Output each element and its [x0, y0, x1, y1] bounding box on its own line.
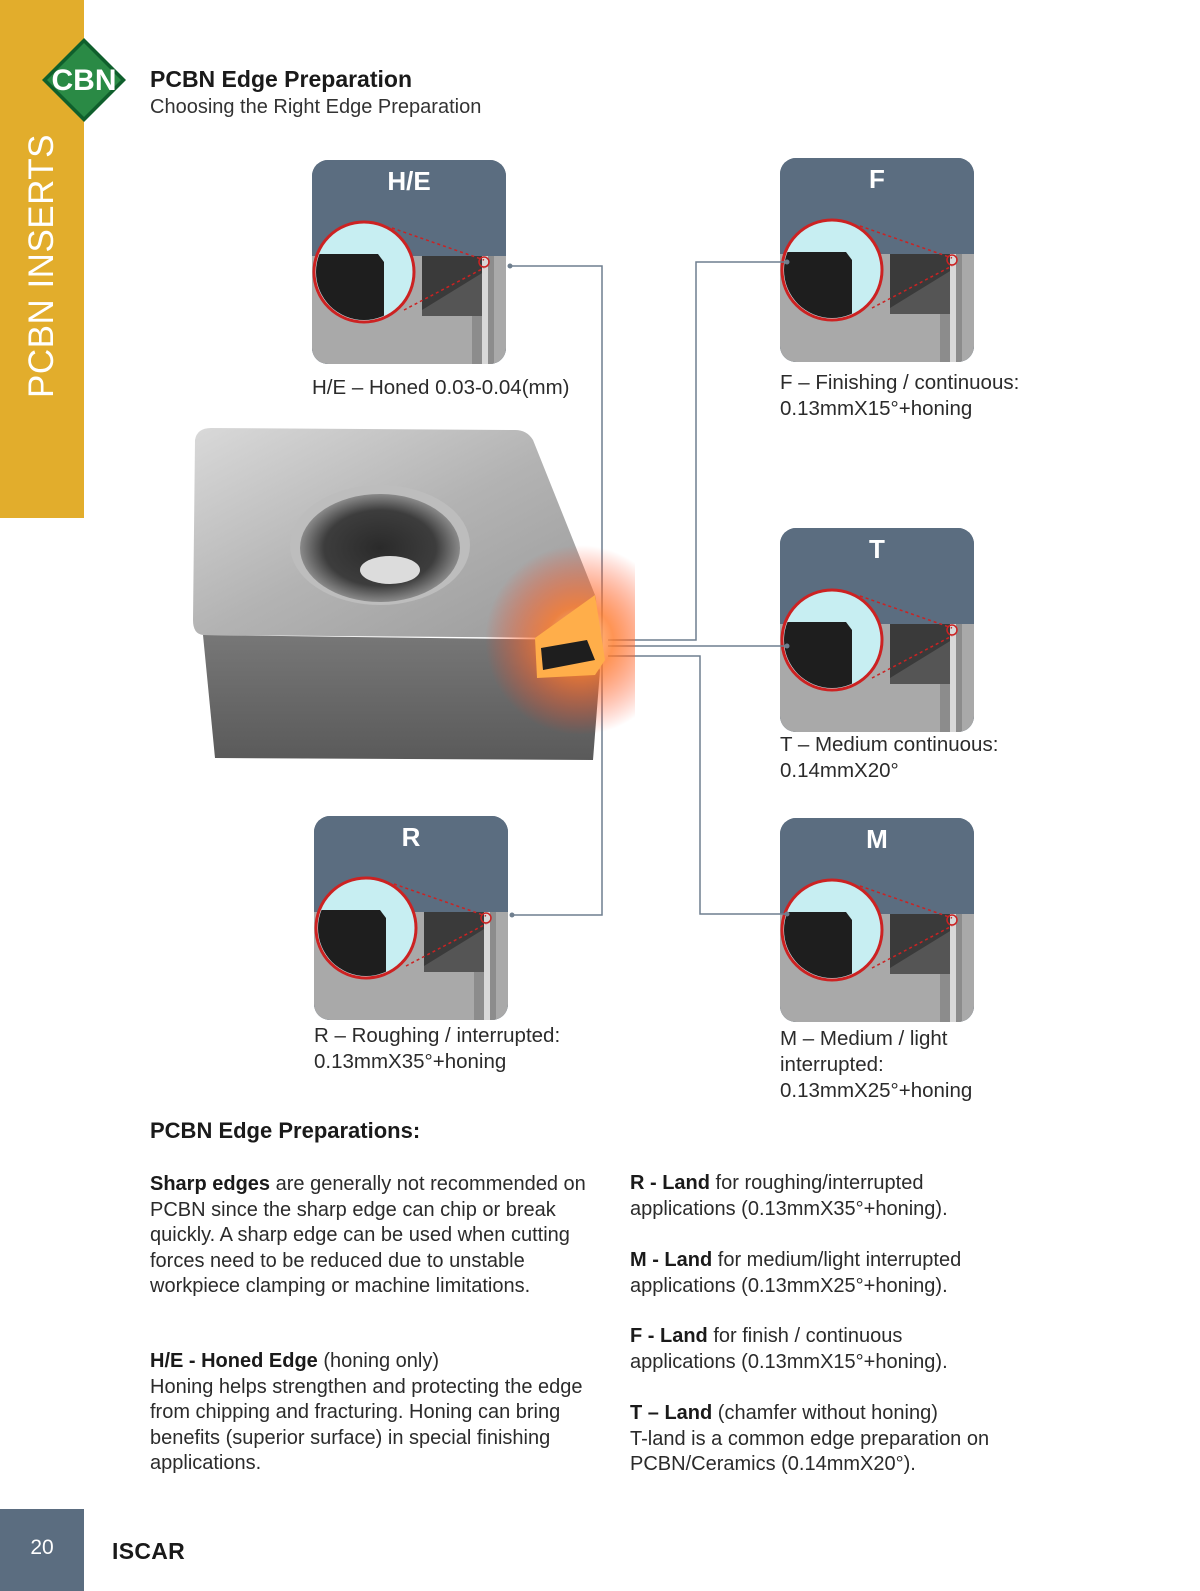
caption-line: 0.14mmX20° [780, 759, 899, 782]
desc-text: for finish / continuous applications (0.… [630, 1325, 948, 1373]
prep-card-m: M [780, 818, 974, 1022]
page-subtitle: Choosing the Right Edge Preparation [150, 96, 482, 118]
prep-card-r: R [314, 816, 508, 1020]
caption-r: R – Roughing / interrupted: 0.13mmX35°+h… [314, 1023, 560, 1075]
desc-bold-label: H/E - Honed Edge [150, 1350, 318, 1372]
desc-text: for medium/light interrupted application… [630, 1249, 962, 1297]
caption-line: interrupted: [780, 1053, 884, 1076]
desc-text: Honing helps strengthen and protecting t… [150, 1375, 583, 1475]
desc-honed-edge: H/E - Honed Edge (honing only) Honing he… [150, 1349, 590, 1477]
desc-text: T-land is a common edge preparation on P… [630, 1427, 990, 1476]
caption-line: F – Finishing / continuous: [780, 371, 1020, 394]
brand-name: ISCAR [112, 1538, 186, 1564]
caption-line: M – Medium / light [780, 1027, 948, 1050]
desc-r-land: R - Land for roughing/interrupted applic… [630, 1171, 1000, 1222]
caption-line: T – Medium continuous: [780, 733, 999, 756]
caption-f: F – Finishing / continuous: 0.13mmX15°+h… [780, 370, 1019, 422]
caption-line: H/E – Honed 0.03-0.04(mm) [312, 376, 570, 399]
desc-f-land: F - Land for finish / continuous applica… [630, 1324, 1000, 1375]
caption-line: 0.13mmX35°+honing [314, 1050, 507, 1073]
caption-line: R – Roughing / interrupted: [314, 1024, 561, 1047]
pcbn-insert-illustration-icon [193, 428, 635, 760]
caption-line: 0.13mmX25°+honing [780, 1079, 973, 1102]
prep-card-code: F [869, 164, 885, 194]
desc-text: are generally not recommended on PCBN si… [150, 1173, 586, 1297]
cbn-logo-icon: CBN [42, 38, 126, 122]
desc-sharp-edges: Sharp edges are generally not recommende… [150, 1172, 590, 1300]
prep-card-code: H/E [387, 166, 431, 196]
footer-page-box [0, 1509, 84, 1591]
page-number: 20 [30, 1536, 54, 1559]
prep-card-t: T [780, 528, 974, 732]
connector-lines [507, 259, 790, 918]
prep-card-f: F [780, 158, 974, 362]
desc-t-land: T – Land (chamfer without honing) T-land… [630, 1401, 1000, 1478]
caption-line: 0.13mmX15°+honing [780, 397, 973, 420]
page-title: PCBN Edge Preparation [150, 66, 412, 92]
desc-m-land: M - Land for medium/light interrupted ap… [630, 1248, 1000, 1299]
desc-bold-label: R - Land [630, 1172, 710, 1194]
desc-text: for roughing/interrupted applications (0… [630, 1172, 948, 1220]
desc-bold-label: Sharp edges [150, 1173, 271, 1195]
desc-suffix: (chamfer without honing) [712, 1402, 938, 1424]
desc-bold-label: T – Land [630, 1402, 713, 1424]
prep-card-he: H/E [312, 160, 506, 364]
logo-text: CBN [52, 64, 117, 97]
prep-card-code: M [866, 824, 888, 854]
prep-card-code: R [401, 822, 421, 852]
caption-he: H/E – Honed 0.03-0.04(mm) [312, 375, 570, 401]
caption-t: T – Medium continuous: 0.14mmX20° [780, 732, 998, 784]
desc-bold-label: F - Land [630, 1325, 708, 1347]
desc-bold-label: M - Land [630, 1249, 713, 1271]
desc-suffix: (honing only) [317, 1350, 439, 1372]
section-heading: PCBN Edge Preparations: [150, 1118, 421, 1143]
caption-m: M – Medium / light interrupted: 0.13mmX2… [780, 1026, 972, 1104]
prep-card-code: T [869, 534, 885, 564]
